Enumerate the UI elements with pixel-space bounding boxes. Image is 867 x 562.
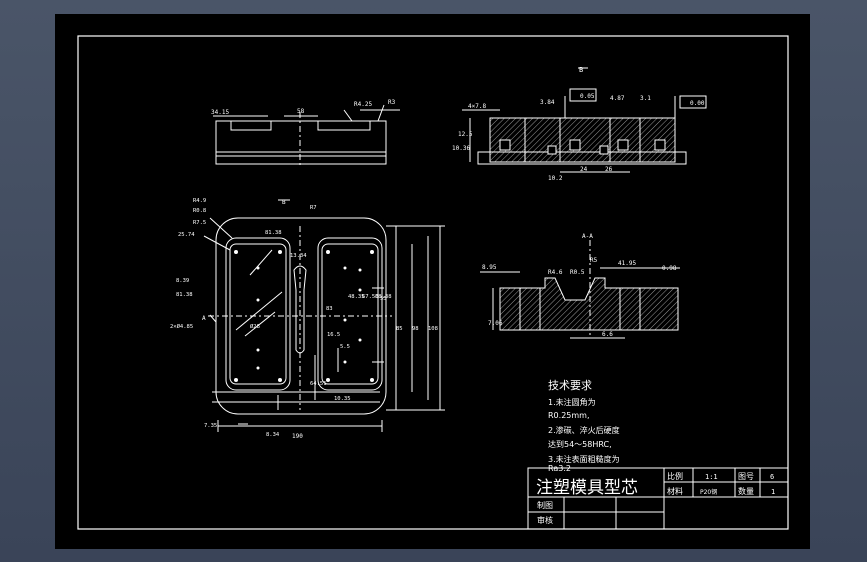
tech-notes: 技术要求 1.未注圆角为 R0.25mm, 2.渗碳、淬火后硬度 达到54～58… (548, 379, 620, 473)
dim-label: 8.34 (266, 432, 280, 438)
dim-label: R4.6 (548, 269, 563, 276)
tech-line: 1.未注圆角为 (548, 397, 596, 407)
section-view-a (480, 240, 680, 339)
top-view (213, 104, 400, 166)
dim-label: 10.36 (452, 145, 470, 152)
drawing-no-value: 6 (770, 473, 774, 481)
dim-label: 4×7.8 (468, 103, 486, 110)
material-label: 材料 (667, 486, 683, 496)
tolerance-value: 0.05 (580, 93, 595, 100)
dim-label: R0.8 (193, 208, 206, 214)
dim-label: 8.95 (482, 264, 497, 271)
qty-label: 数量 (738, 486, 754, 496)
dim-label: Ø28 (250, 323, 260, 330)
dim-label: 85 (396, 326, 403, 332)
dim-label: 190 (292, 433, 303, 440)
part-name: 注塑模具型芯 (536, 478, 638, 498)
dim-label: R5 (590, 257, 598, 264)
dim-label: 7.35 (204, 423, 217, 429)
tech-line: R0.25mm, (548, 411, 590, 420)
inner-border (77, 35, 789, 530)
dim-label: 108 (428, 326, 438, 332)
dim-label: 4.87 (610, 95, 625, 102)
drawn-label: 制图 (537, 500, 553, 510)
dim-label: 5.5 (340, 344, 350, 350)
dim-label: 13.34 (290, 253, 307, 259)
dim-label: 67.56 (362, 294, 379, 300)
dim-label: R7.5 (193, 220, 206, 226)
dim-label: 2×Ø4.85 (170, 323, 193, 330)
drawing-no-label: 图号 (738, 472, 754, 481)
dim-label: 10.35 (334, 396, 351, 402)
scale-label: 比例 (667, 471, 683, 481)
dim-label: 83 (326, 306, 333, 312)
tolerance-value: 0.00 (690, 100, 705, 107)
plan-holes (234, 250, 374, 382)
plan-view (203, 199, 445, 432)
dim-label: R0.5 (570, 269, 585, 276)
cut-mark-b: B (282, 199, 286, 206)
dim-label: R3 (388, 99, 396, 106)
section-label-b: B (579, 66, 583, 74)
section-label-a: A-A (582, 233, 593, 240)
tech-title: 技术要求 (548, 379, 592, 392)
tech-line: 2.渗碳、淬火后硬度 (548, 425, 620, 435)
dim-label: 88.38 (375, 294, 392, 300)
qty-value: 1 (771, 488, 775, 496)
dim-label: 26 (605, 166, 613, 173)
dim-label: 41.95 (618, 260, 636, 267)
dim-label: 10.2 (548, 175, 563, 182)
dim-label: 3.1 (640, 95, 651, 102)
dim-label: 55 (380, 296, 387, 302)
section-view-b (462, 67, 707, 173)
dim-label: 34.15 (211, 109, 229, 116)
dim-label: 8.39 (176, 278, 189, 284)
dim-label: 16.5 (327, 332, 340, 338)
dim-label: 7.06 (488, 320, 503, 327)
tech-line: 达到54～58HRC, (548, 439, 612, 449)
cut-mark-a: A (202, 315, 206, 322)
dim-label: R4.9 (193, 198, 206, 204)
title-block (527, 467, 789, 530)
dim-label: 6.6 (602, 331, 613, 338)
dim-label: 0.98 (662, 265, 677, 272)
dim-label: R4.25 (354, 101, 372, 108)
dim-label: 81.38 (265, 230, 282, 236)
dim-label: 3.84 (540, 99, 555, 106)
drawing-sheet (55, 14, 810, 549)
tech-line: 3.未注表面粗糙度为 (548, 454, 620, 464)
dim-label: 48.35 (348, 294, 365, 300)
dim-label: R7 (310, 205, 317, 211)
dim-label: 98 (412, 326, 419, 332)
scale-value: 1:1 (705, 473, 718, 481)
checked-label: 审核 (537, 515, 553, 525)
dim-label: 25.74 (178, 232, 195, 238)
dim-label: 24 (580, 166, 588, 173)
dim-label: 12.5 (458, 131, 473, 138)
dim-label: 81.38 (176, 292, 193, 298)
dim-label: 58 (297, 108, 305, 115)
dim-label: 64.51 (310, 381, 327, 387)
material-value: P20钢 (700, 488, 717, 496)
